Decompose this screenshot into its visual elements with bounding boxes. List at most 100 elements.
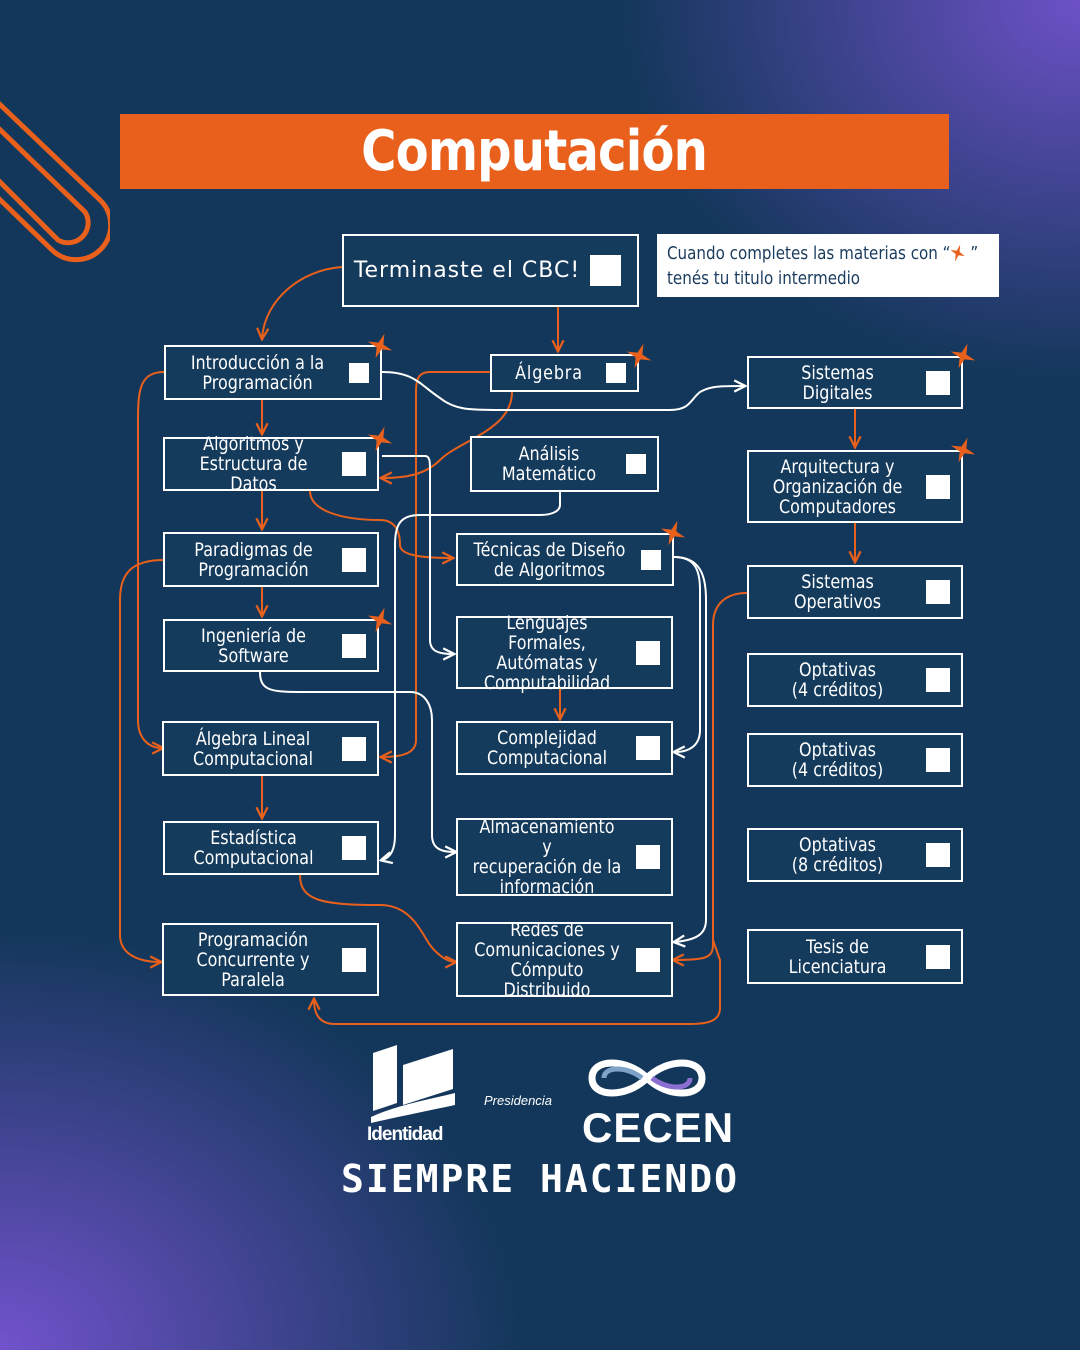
checkbox-icon[interactable] (342, 736, 366, 761)
star-icon (367, 607, 393, 633)
node-label: Estadística Computacional (193, 827, 314, 869)
checkbox-icon[interactable] (926, 843, 950, 867)
node-algoritmos-estructura-datos: Algoritmos y Estructura de Datos (163, 433, 379, 495)
node-tesis-licenciatura: Tesis de Licenciatura (747, 929, 963, 984)
checkbox-icon[interactable] (926, 944, 950, 969)
checkbox-icon[interactable] (636, 845, 660, 869)
star-icon (367, 333, 393, 359)
node-label: Redes de Comunicaciones y Cómputo Distri… (474, 918, 620, 1001)
node-label: Arquitectura y Organización de Computado… (772, 455, 903, 518)
node-label: Lenguajes Formales, Autómatas y Computab… (483, 611, 611, 694)
edge-algo-tecnicas (309, 490, 452, 558)
checkbox-icon[interactable] (590, 255, 621, 286)
star-icon (950, 343, 976, 369)
node-algebra-lineal-computacional: Álgebra Lineal Computacional (162, 721, 379, 776)
checkbox-icon[interactable] (641, 549, 661, 570)
edge-intro-sisdig (381, 371, 744, 411)
checkbox-icon[interactable] (626, 454, 646, 474)
edge-sisop-progconc (314, 939, 721, 1025)
checkbox-icon[interactable] (926, 748, 950, 772)
checkbox-icon[interactable] (926, 370, 950, 395)
note-text-after: ” (965, 243, 979, 264)
checkbox-icon[interactable] (342, 633, 366, 658)
edge-algebra-algo (382, 391, 513, 478)
node-label: Terminaste el CBC! (353, 257, 581, 283)
edge-para-progconc (119, 559, 165, 962)
node-label: Tesis de Licenciatura (788, 935, 887, 978)
node-estadistica-computacional: Estadística Computacional (163, 821, 379, 875)
checkbox-icon[interactable] (636, 736, 660, 760)
node-label: Algoritmos y Estructura de Datos (199, 433, 308, 495)
edge-tecnicas-complej (674, 556, 701, 752)
star-icon (660, 520, 686, 546)
node-ingenieria-software: Ingeniería de Software (163, 619, 379, 672)
checkbox-icon[interactable] (342, 947, 366, 972)
node-optativas-4-a: Optativas (4 créditos) (747, 653, 963, 707)
identidad-logo-icon (371, 1045, 455, 1123)
star-icon (367, 426, 393, 452)
node-optativas-8: Optativas (8 créditos) (747, 828, 963, 882)
node-complejidad-computacional: Complejidad Computacional (456, 721, 673, 775)
edge-intro-alglin (137, 371, 164, 748)
checkbox-icon[interactable] (349, 362, 369, 383)
title-banner: Computación (120, 114, 949, 189)
node-label: Paradigmas de Programación (194, 538, 313, 581)
node-terminaste-cbc: Terminaste el CBC! (342, 234, 639, 307)
checkbox-icon[interactable] (926, 668, 950, 692)
edge-algo-lenguajes (382, 455, 453, 654)
node-label: Introducción a la Programación (190, 351, 325, 394)
checkbox-icon[interactable] (636, 640, 660, 665)
intermediate-title-note: Cuando completes las materias con “ ” te… (657, 234, 999, 297)
star-icon (950, 437, 976, 463)
edge-tecnicas-redes (674, 556, 707, 942)
node-programacion-concurrente: Programación Concurrente y Paralela (162, 923, 379, 996)
checkbox-icon[interactable] (342, 547, 366, 572)
node-algebra: Álgebra (490, 354, 639, 392)
node-label: Complejidad Computacional (486, 727, 608, 769)
node-tecnicas-diseno-algoritmos: Técnicas de Diseño de Algoritmos (456, 533, 674, 586)
node-paradigmas-programacion: Paradigmas de Programación (163, 532, 379, 587)
node-label: Almacenamiento y recuperación de la info… (472, 816, 622, 898)
node-label: Optativas (8 créditos) (791, 834, 884, 876)
node-redes-comunicaciones: Redes de Comunicaciones y Cómputo Distri… (456, 918, 673, 1001)
edge-ingsoft-almac (259, 671, 455, 852)
star-icon (950, 244, 966, 262)
note-text-before: Cuando completes las materias con “ (667, 243, 951, 264)
node-label: Optativas (4 créditos) (791, 739, 884, 781)
node-almacenamiento-recuperacion: Almacenamiento y recuperación de la info… (456, 816, 673, 898)
note-line-2: tenés tu titulo intermedio (667, 268, 861, 289)
edge-estad-redes (299, 874, 455, 962)
checkbox-icon[interactable] (342, 836, 366, 860)
page-title: Computación (361, 119, 709, 184)
cecen-logo-icon (588, 1059, 706, 1097)
cecen-logo-text: CECEN (582, 1104, 735, 1151)
node-label: Técnicas de Diseño de Algoritmos (473, 538, 626, 581)
node-introduccion-programacion: Introducción a la Programación (164, 345, 382, 400)
node-label: Análisis Matemático (501, 443, 597, 485)
edge-sisop-redes (674, 592, 748, 960)
checkbox-icon[interactable] (926, 580, 950, 604)
node-sistemas-operativos: Sistemas Operativos (747, 565, 963, 619)
node-analisis-matematico: Análisis Matemático (470, 436, 659, 492)
checkbox-icon[interactable] (636, 947, 660, 972)
node-label: Sistemas Digitales (801, 361, 874, 404)
edge-analisis-estad (382, 492, 561, 860)
node-label: Sistemas Operativos (793, 571, 882, 613)
checkbox-icon[interactable] (926, 474, 950, 499)
edge-algebra-alglin (382, 371, 490, 757)
edge-cbc-intro (262, 266, 343, 338)
checkbox-icon[interactable] (606, 363, 626, 383)
node-arquitectura-organizacion: Arquitectura y Organización de Computado… (747, 450, 963, 523)
node-lenguajes-formales: Lenguajes Formales, Autómatas y Computab… (456, 613, 673, 693)
node-label: Álgebra Lineal Computacional (192, 727, 314, 770)
node-label: Álgebra (515, 362, 583, 384)
node-label: Optativas (4 créditos) (791, 659, 884, 701)
slogan: SIEMPRE HACIENDO (340, 1157, 740, 1201)
presidencia-label: Presidencia (484, 1093, 552, 1108)
paperclip-icon (0, 101, 110, 263)
node-sistemas-digitales: Sistemas Digitales (747, 356, 963, 409)
checkbox-icon[interactable] (342, 452, 366, 476)
node-label: Ingeniería de Software (201, 624, 306, 667)
node-label: Programación Concurrente y Paralela (196, 928, 310, 991)
